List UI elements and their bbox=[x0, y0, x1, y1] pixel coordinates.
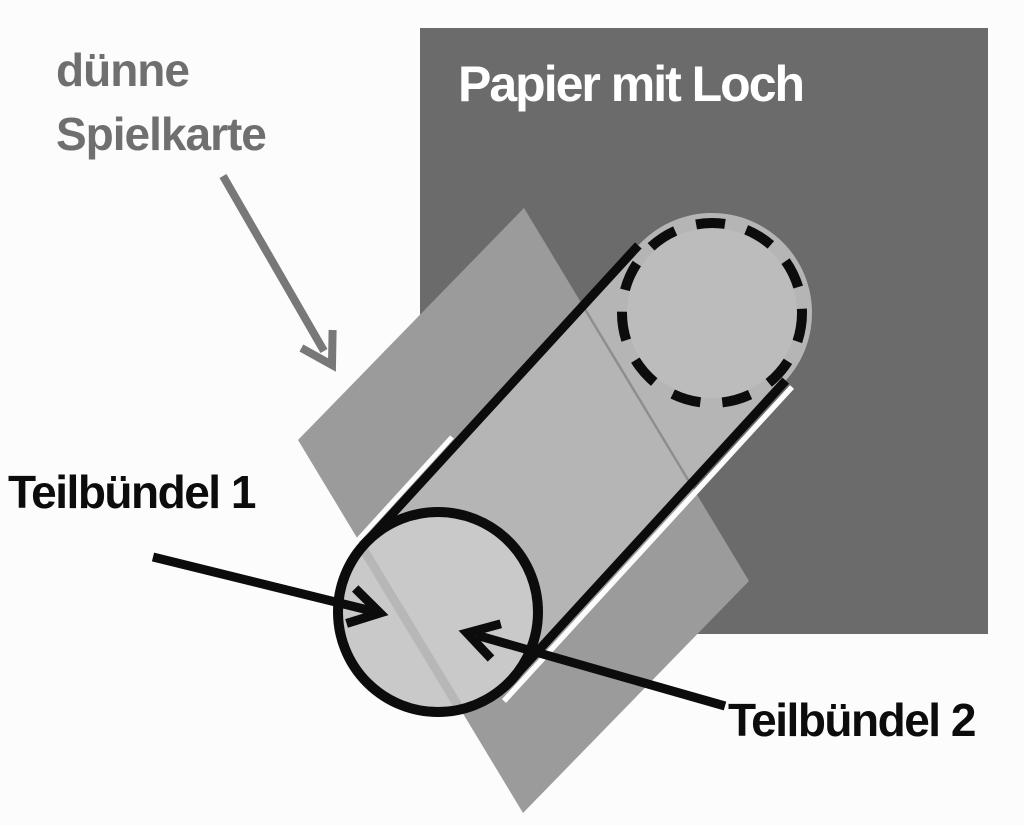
paper-label: Papier mit Loch bbox=[458, 56, 805, 112]
card-label-line1: dünne bbox=[56, 44, 190, 96]
bundle1-pointer-arrow bbox=[151, 552, 389, 628]
card-label-line2: Spielkarte bbox=[56, 108, 267, 160]
bundle1-label: Teilbündel 1 bbox=[8, 466, 256, 518]
beam-outlines bbox=[151, 218, 807, 717]
card-arrowhead-icon bbox=[299, 329, 337, 372]
beam-end-face bbox=[338, 512, 538, 712]
hole-face bbox=[627, 228, 797, 398]
bundle1-arrow-shaft bbox=[151, 552, 374, 616]
beam-end-circle bbox=[333, 507, 543, 717]
beam-separation-gaps bbox=[356, 385, 795, 703]
hole-dashed-circle bbox=[617, 218, 807, 408]
bundle2-pointer-arrow bbox=[458, 619, 727, 711]
upper-gap-stripe bbox=[356, 435, 454, 542]
lower-gap-stripe bbox=[501, 385, 795, 703]
bundle2-label: Teilbündel 2 bbox=[728, 694, 976, 746]
beam-lower-edge-line bbox=[508, 377, 790, 683]
bundle2-arrowhead-icon bbox=[458, 619, 502, 662]
card-label: dünne Spielkarte bbox=[56, 38, 267, 166]
card-edge-band bbox=[358, 544, 464, 712]
card-edge-seam bbox=[578, 300, 695, 489]
bundle1-arrowhead-icon bbox=[345, 585, 389, 628]
card-arrow-shaft bbox=[219, 174, 328, 353]
bundle2-arrow-shaft bbox=[474, 630, 727, 711]
beam-upper-edge-line bbox=[360, 242, 642, 548]
card-pointer-arrow bbox=[219, 174, 337, 372]
